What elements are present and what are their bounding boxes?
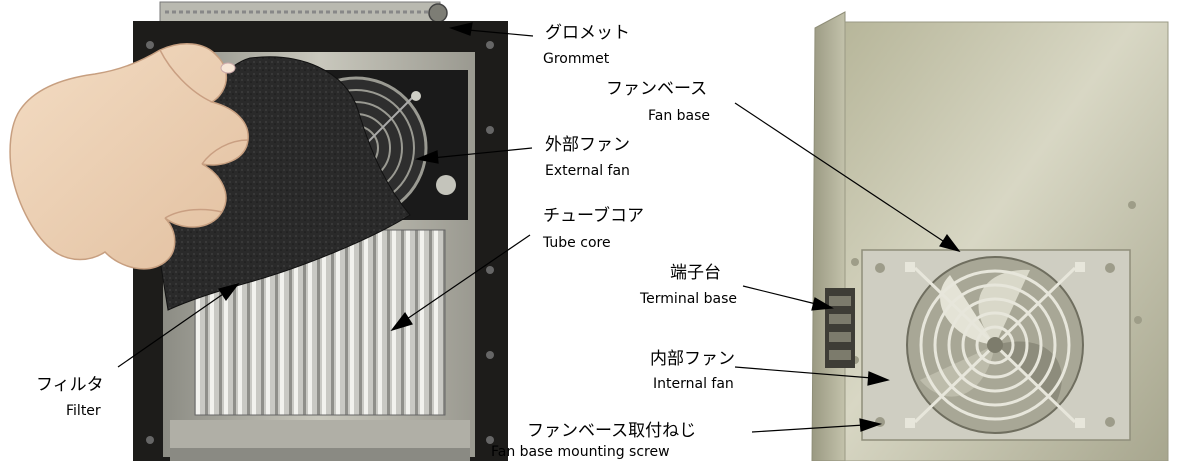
grommet-arrow — [448, 22, 473, 36]
external-fan-label-en: External fan — [545, 163, 630, 179]
fan-base-label-en: Fan base — [648, 108, 711, 124]
tube-core-arrow — [390, 311, 413, 332]
terminal-base-arrow — [811, 297, 834, 311]
fan-base-screw — [875, 263, 885, 273]
tube-core-label-jp: チューブコア — [543, 206, 644, 226]
tube-core-label-en: Tube core — [543, 235, 611, 251]
grommet-label-en: Grommet — [543, 51, 610, 67]
internal-fan-label-jp: 内部ファン — [650, 349, 735, 369]
terminal-base-label-en: Terminal base — [640, 291, 737, 307]
external-fan-arrow — [414, 150, 439, 164]
external-fan-label-jp: 外部ファン — [545, 135, 630, 155]
left-cooler-unit — [9, 1, 508, 461]
internal-fan-label-en: Internal fan — [653, 376, 734, 392]
right-cooler-unit — [811, 11, 1169, 462]
fan-base-label-jp: ファンベース — [606, 79, 708, 99]
fan-base-screw-label-en: Fan base mounting screw — [491, 444, 670, 460]
filter-arrow — [218, 282, 240, 302]
fan-base-screw-label-jp: ファンベース取付ねじ — [527, 421, 697, 441]
filter-label-jp: フィルタ — [36, 375, 104, 395]
filter-label-en: Filter — [66, 403, 101, 419]
internal-fan-arrow — [867, 371, 890, 386]
terminal-base — [825, 288, 855, 368]
grommet-label-jp: グロメット — [545, 23, 630, 43]
fan-base-arrow — [939, 233, 961, 253]
internal-fan — [905, 256, 1085, 434]
hand — [9, 43, 249, 270]
grommet — [428, 3, 448, 23]
leader-lines — [117, 22, 961, 433]
terminal-base-label-jp: 端子台 — [670, 263, 721, 283]
fan-base-screw-arrow — [859, 418, 883, 432]
